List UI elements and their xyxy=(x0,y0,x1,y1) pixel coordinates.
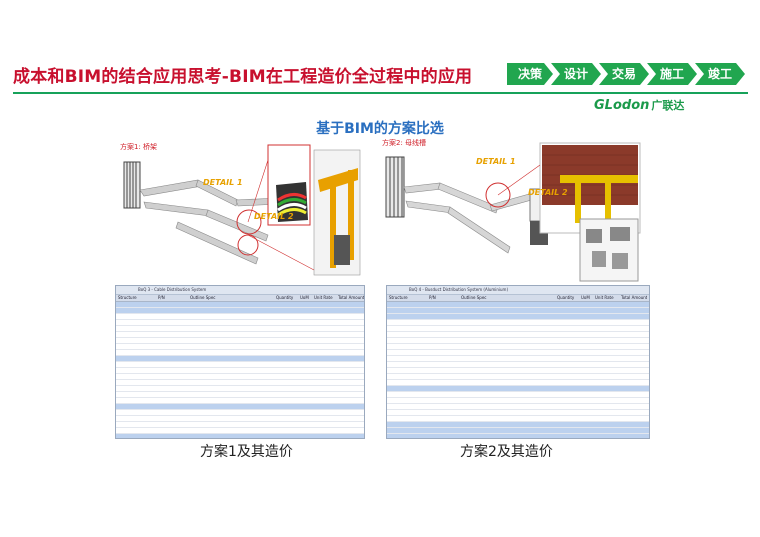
scheme1-cost-sheet: BoQ 3 - Cable Distribution System Struct… xyxy=(115,285,365,439)
table-row[interactable] xyxy=(116,320,364,326)
table-row[interactable] xyxy=(116,302,364,308)
scheme2-caption: 方案2及其造价 xyxy=(460,444,553,460)
table-row[interactable] xyxy=(387,392,649,398)
table-row[interactable] xyxy=(116,344,364,350)
table-row[interactable] xyxy=(116,308,364,314)
scheme1-sheet-rows xyxy=(116,302,364,438)
scheme2-3d-model: 方案2: 母线槽 D xyxy=(380,135,642,283)
stage-trading: 交易 xyxy=(599,63,649,85)
table-row[interactable] xyxy=(116,434,364,438)
scheme2-detail2-label: DETAIL 2 xyxy=(528,188,568,197)
cable-tray-model-drawing xyxy=(123,144,361,276)
table-row[interactable] xyxy=(116,362,364,368)
table-row[interactable] xyxy=(387,386,649,392)
scheme2-sheet-header: Structure P/N Outline Spec Quantity UoM … xyxy=(387,295,649,302)
stage-completion: 竣工 xyxy=(695,63,745,85)
stage-decision: 决策 xyxy=(507,63,553,85)
scheme2-cost-sheet: BoQ 4 - Busduct Distribution System (Alu… xyxy=(386,285,650,439)
table-row[interactable] xyxy=(387,374,649,380)
table-row[interactable] xyxy=(116,398,364,404)
table-row[interactable] xyxy=(387,422,649,428)
scheme2-sheet-rows xyxy=(387,302,649,438)
table-row[interactable] xyxy=(387,320,649,326)
table-row[interactable] xyxy=(116,428,364,434)
table-row[interactable] xyxy=(387,314,649,320)
table-row[interactable] xyxy=(387,302,649,308)
table-row[interactable] xyxy=(116,416,364,422)
scheme1-detail2-label: DETAIL 2 xyxy=(254,212,294,221)
section-subtitle: 基于BIM的方案比选 xyxy=(316,121,444,137)
slide-title: 成本和BIM的结合应用思考-BIM在工程造价全过程中的应用 xyxy=(13,67,473,87)
table-row[interactable] xyxy=(387,434,649,438)
scheme2-label: 方案2: 母线槽 xyxy=(382,139,427,147)
table-row[interactable] xyxy=(116,392,364,398)
table-row[interactable] xyxy=(116,332,364,338)
busduct-model-drawing xyxy=(385,142,641,282)
table-row[interactable] xyxy=(387,344,649,350)
table-row[interactable] xyxy=(116,374,364,380)
table-row[interactable] xyxy=(387,368,649,374)
scheme1-sheet-tab[interactable]: BoQ 3 - Cable Distribution System xyxy=(116,286,364,295)
table-row[interactable] xyxy=(387,380,649,386)
table-row[interactable] xyxy=(116,404,364,410)
scheme1-sheet-header: Structure P/N Outline Spec Quantity UoM … xyxy=(116,295,364,302)
table-row[interactable] xyxy=(387,356,649,362)
header-rule xyxy=(13,92,748,94)
table-row[interactable] xyxy=(116,326,364,332)
table-row[interactable] xyxy=(116,422,364,428)
table-row[interactable] xyxy=(116,380,364,386)
scheme2-detail1-label: DETAIL 1 xyxy=(476,157,516,166)
table-row[interactable] xyxy=(387,326,649,332)
table-row[interactable] xyxy=(387,362,649,368)
scheme1-caption: 方案1及其造价 xyxy=(200,444,293,460)
table-row[interactable] xyxy=(116,368,364,374)
table-row[interactable] xyxy=(387,338,649,344)
stage-design: 设计 xyxy=(551,63,601,85)
table-row[interactable] xyxy=(387,398,649,404)
table-row[interactable] xyxy=(387,404,649,410)
table-row[interactable] xyxy=(116,386,364,392)
scheme1-detail1-label: DETAIL 1 xyxy=(203,178,243,187)
table-row[interactable] xyxy=(387,350,649,356)
table-row[interactable] xyxy=(116,338,364,344)
table-row[interactable] xyxy=(387,332,649,338)
stage-construction: 施工 xyxy=(647,63,697,85)
table-row[interactable] xyxy=(387,416,649,422)
scheme1-3d-model: 方案1: 桥架 xyxy=(118,140,363,282)
scheme2-sheet-tab[interactable]: BoQ 4 - Busduct Distribution System (Alu… xyxy=(387,286,649,295)
scheme1-label: 方案1: 桥架 xyxy=(120,143,158,151)
table-row[interactable] xyxy=(116,350,364,356)
table-row[interactable] xyxy=(116,410,364,416)
table-row[interactable] xyxy=(387,428,649,434)
table-row[interactable] xyxy=(387,410,649,416)
table-row[interactable] xyxy=(116,356,364,362)
table-row[interactable] xyxy=(387,308,649,314)
table-row[interactable] xyxy=(116,314,364,320)
